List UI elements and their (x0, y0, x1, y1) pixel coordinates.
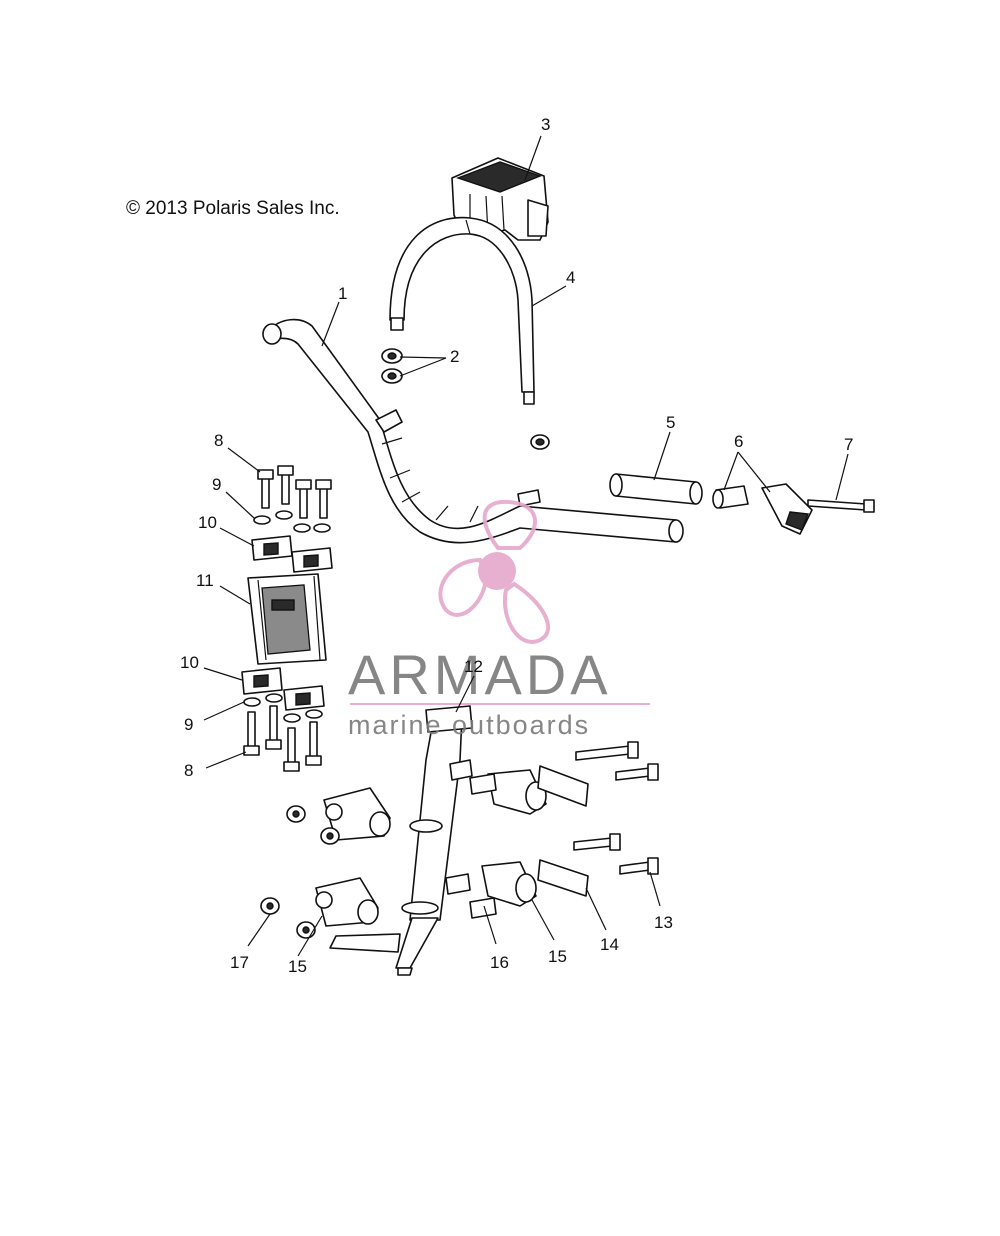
part-15-bracket-upper-right (487, 769, 547, 815)
callout-17: 17 (230, 953, 249, 972)
part-6-bar-ends (712, 483, 813, 535)
part-16-bushings (445, 759, 497, 919)
part-15-bracket-lower-left (315, 877, 379, 927)
callout-3: 3 (541, 115, 550, 134)
part-8-bolts-lower (243, 705, 322, 772)
part-10-clamps-lower (241, 667, 325, 711)
callout-10-lower: 10 (180, 653, 199, 672)
callout-14: 14 (600, 935, 619, 954)
callout-15-right: 15 (548, 947, 567, 966)
callout-1: 1 (338, 284, 347, 303)
part-1-handlebar (262, 318, 684, 544)
watermark-brand: ARMADA (348, 643, 612, 706)
callout-6: 6 (734, 432, 743, 451)
part-9-washers-lower (243, 693, 323, 723)
part-13-bolts (573, 741, 659, 875)
callout-10-upper: 10 (198, 513, 217, 532)
part-8-bolts-upper (257, 465, 332, 519)
part-15-bracket-lower-right (481, 861, 537, 907)
callout-4: 4 (566, 268, 575, 287)
part-4-crossbar (389, 216, 535, 405)
part-2-nuts (381, 348, 550, 450)
callout-7: 7 (844, 435, 853, 454)
watermark-tagline: marine outboards (348, 710, 590, 740)
callout-5: 5 (666, 413, 675, 432)
callout-15-left: 15 (288, 957, 307, 976)
callout-8-upper: 8 (214, 431, 223, 450)
callout-9-upper: 9 (212, 475, 221, 494)
part-5-grip (609, 473, 703, 505)
copyright-text: © 2013 Polaris Sales Inc. (126, 198, 340, 219)
callout-9-lower: 9 (184, 715, 193, 734)
part-14-link-upper (537, 765, 589, 807)
callout-8-lower: 8 (184, 761, 193, 780)
callout-12: 12 (464, 657, 483, 676)
part-9-washers-upper (253, 510, 331, 533)
part-11-riser (247, 573, 327, 665)
callout-2: 2 (450, 347, 459, 366)
leader-lines (203, 135, 849, 957)
part-12-steering-post (329, 705, 473, 976)
callout-13: 13 (654, 913, 673, 932)
part-10-clamps-upper (251, 535, 333, 573)
callout-16: 16 (490, 953, 509, 972)
part-14-link-lower (537, 859, 589, 897)
callout-11: 11 (196, 571, 214, 590)
part-7-long-bolt (807, 499, 875, 513)
watermark-logo: ARMADA marine outboards (348, 499, 650, 740)
callout-labels: 3 4 1 2 5 6 7 8 9 10 11 10 9 8 12 13 14 … (180, 115, 853, 976)
part-15-bracket-upper-left (323, 787, 391, 841)
propeller-icon (438, 499, 551, 644)
